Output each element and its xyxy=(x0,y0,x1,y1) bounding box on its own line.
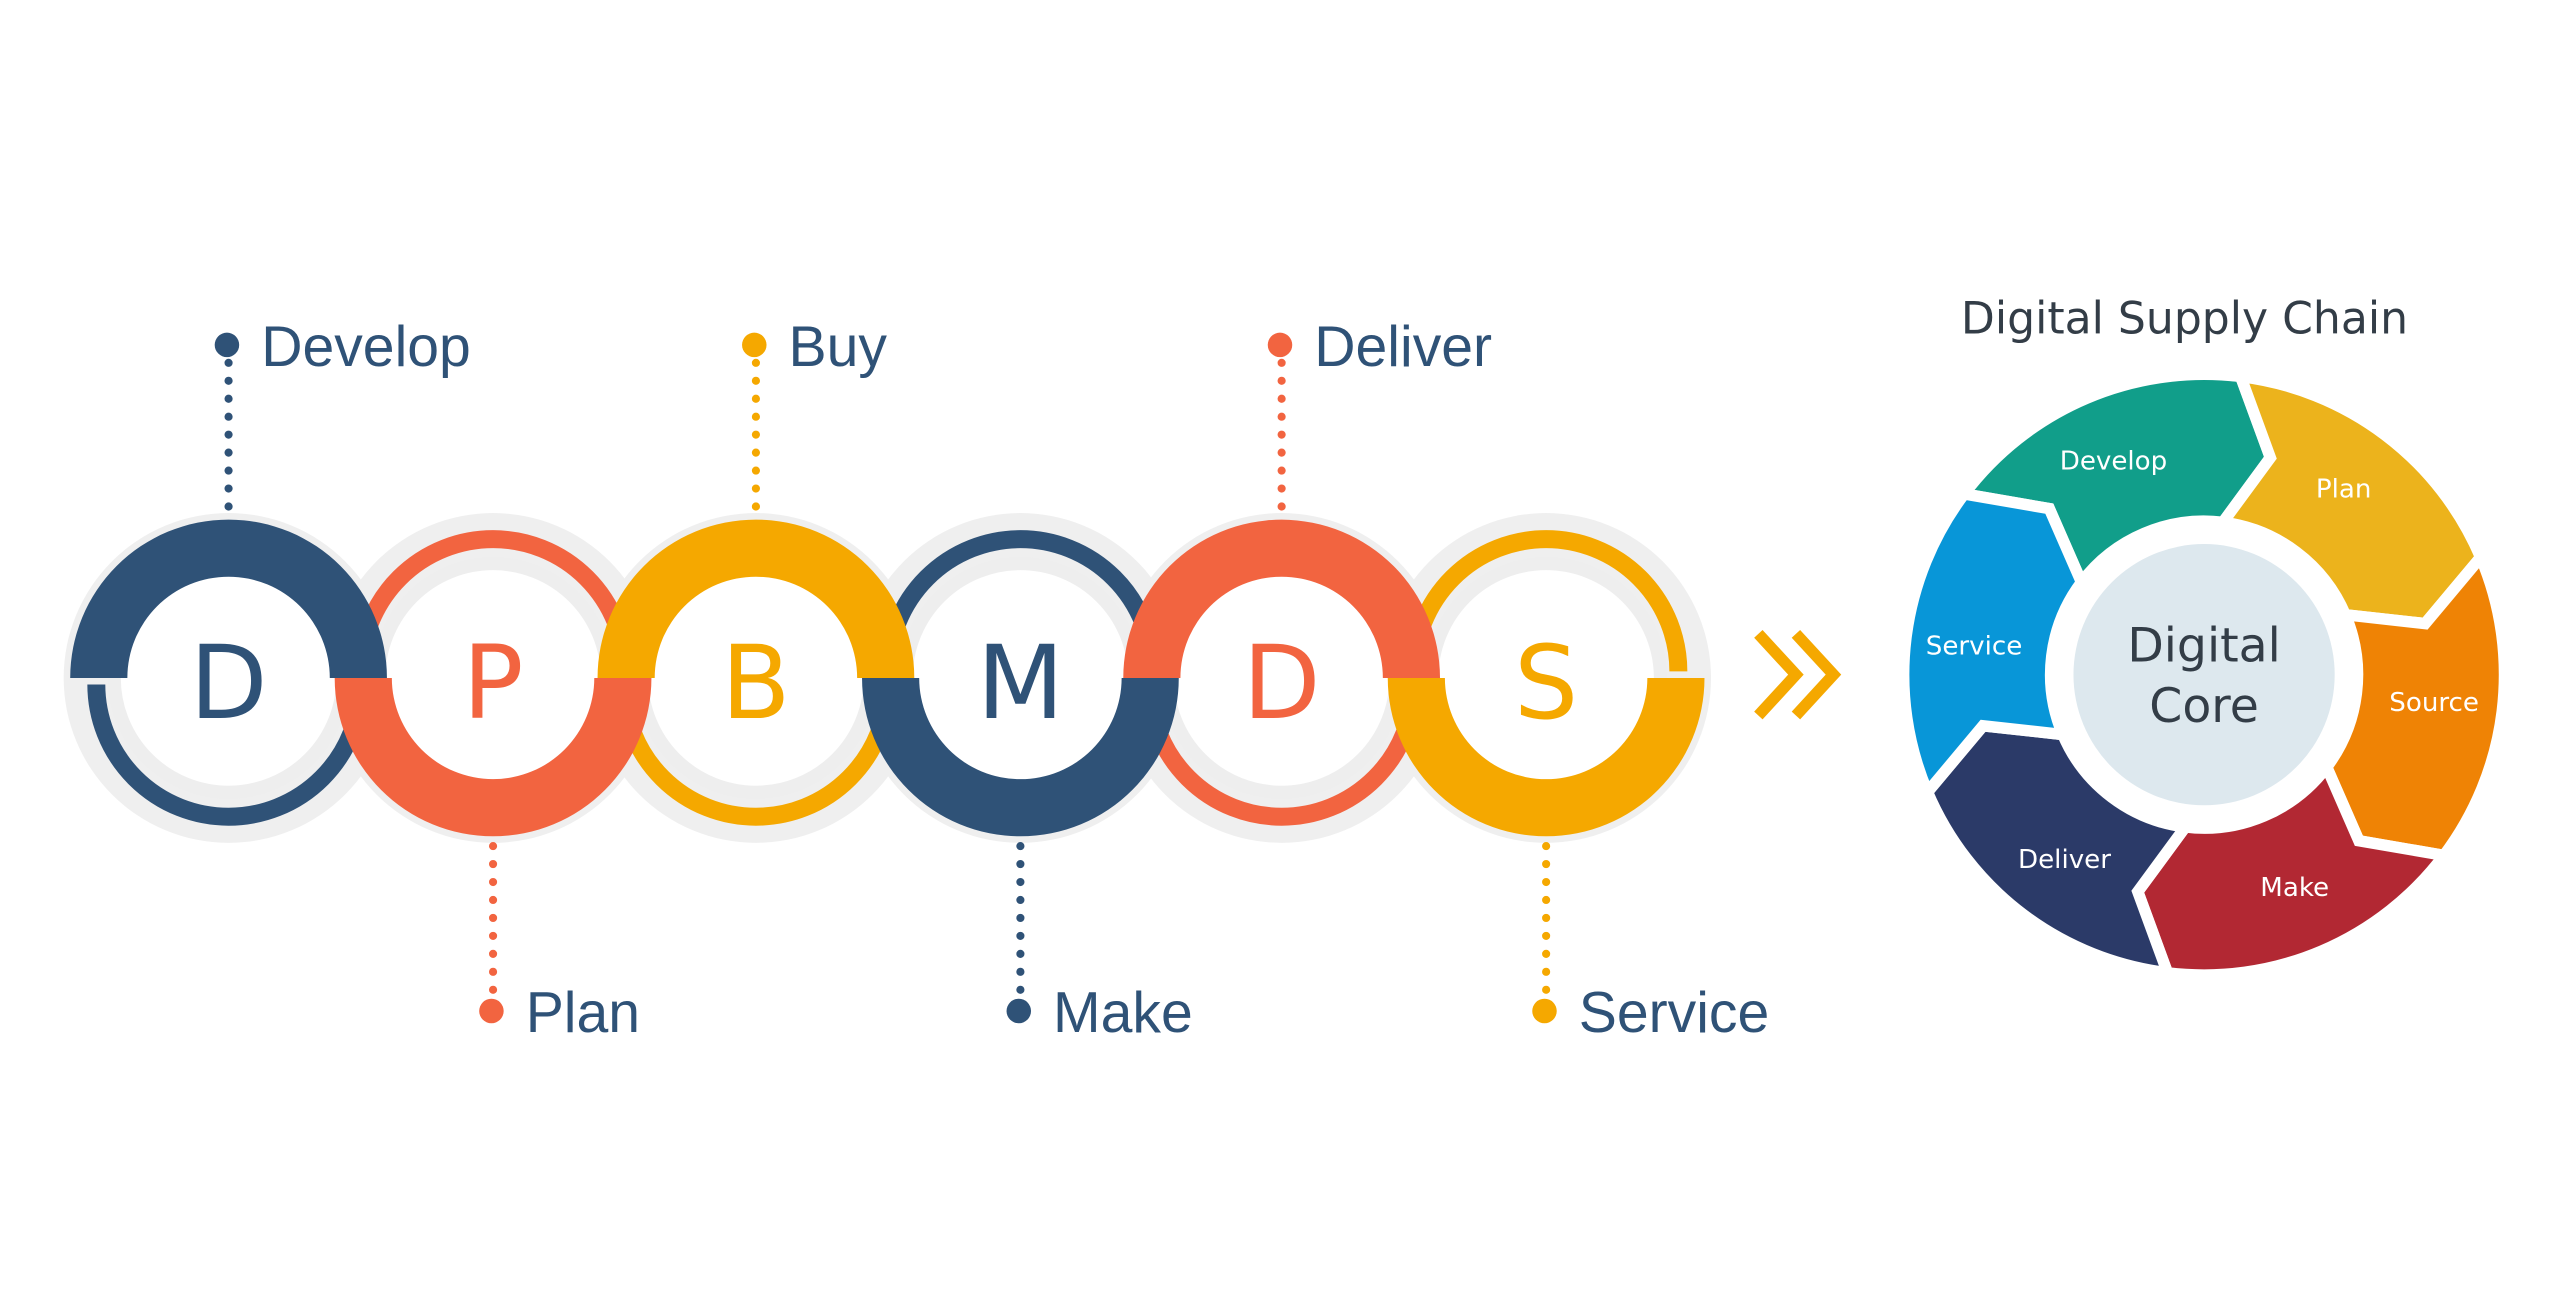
core-label-line1: Digital xyxy=(2127,619,2281,674)
node-thick-arc xyxy=(70,519,387,678)
wheel-segment-label: Develop xyxy=(2060,446,2168,476)
digital-core-circle xyxy=(2073,544,2335,806)
node-thick-arc xyxy=(862,677,1179,837)
node-letter: B xyxy=(721,624,790,742)
wheel-segment-label: Plan xyxy=(2316,475,2372,505)
node-thin-arc xyxy=(614,684,898,826)
node-letter: M xyxy=(977,624,1064,742)
double-chevron-right-icon xyxy=(1754,629,1842,720)
node-letter: D xyxy=(1243,624,1321,742)
node-thin-arc xyxy=(1140,684,1423,826)
node-thin-arc xyxy=(879,530,1162,672)
node-letter: D xyxy=(190,624,268,742)
stage-label: Develop xyxy=(261,315,471,379)
node-letter: P xyxy=(463,624,524,742)
node-thick-arc xyxy=(334,677,652,837)
label-dot xyxy=(1532,998,1557,1024)
stage-label: Make xyxy=(1053,981,1193,1045)
label-dot xyxy=(214,332,240,358)
node-thin-arc xyxy=(87,684,370,826)
label-dot xyxy=(742,332,767,358)
stage-label: Deliver xyxy=(1314,315,1492,379)
label-dot xyxy=(1006,998,1032,1024)
node-thin-arc xyxy=(351,530,635,672)
label-dot xyxy=(479,998,504,1024)
wheel-segment-service xyxy=(1898,487,2089,803)
node-thick-arc xyxy=(597,519,915,678)
wheel-segment-label: Source xyxy=(2389,688,2479,718)
node-thick-arc xyxy=(1123,519,1440,678)
wheel-segment-label: Make xyxy=(2260,873,2329,903)
core-label-line2: Core xyxy=(2149,679,2259,734)
wheel-segment-label: Deliver xyxy=(2018,845,2111,875)
stage-label: Service xyxy=(1579,981,1769,1045)
label-dot xyxy=(1267,332,1293,358)
node-thick-arc xyxy=(1387,677,1705,837)
stage-label: Plan xyxy=(526,981,640,1045)
node-letter: S xyxy=(1514,624,1578,742)
wheel-segment-label: Service xyxy=(1926,631,2022,661)
node-thin-arc xyxy=(1404,530,1688,672)
wheel-title: Digital Supply Chain xyxy=(1961,293,2408,344)
stage-label: Buy xyxy=(789,315,888,379)
